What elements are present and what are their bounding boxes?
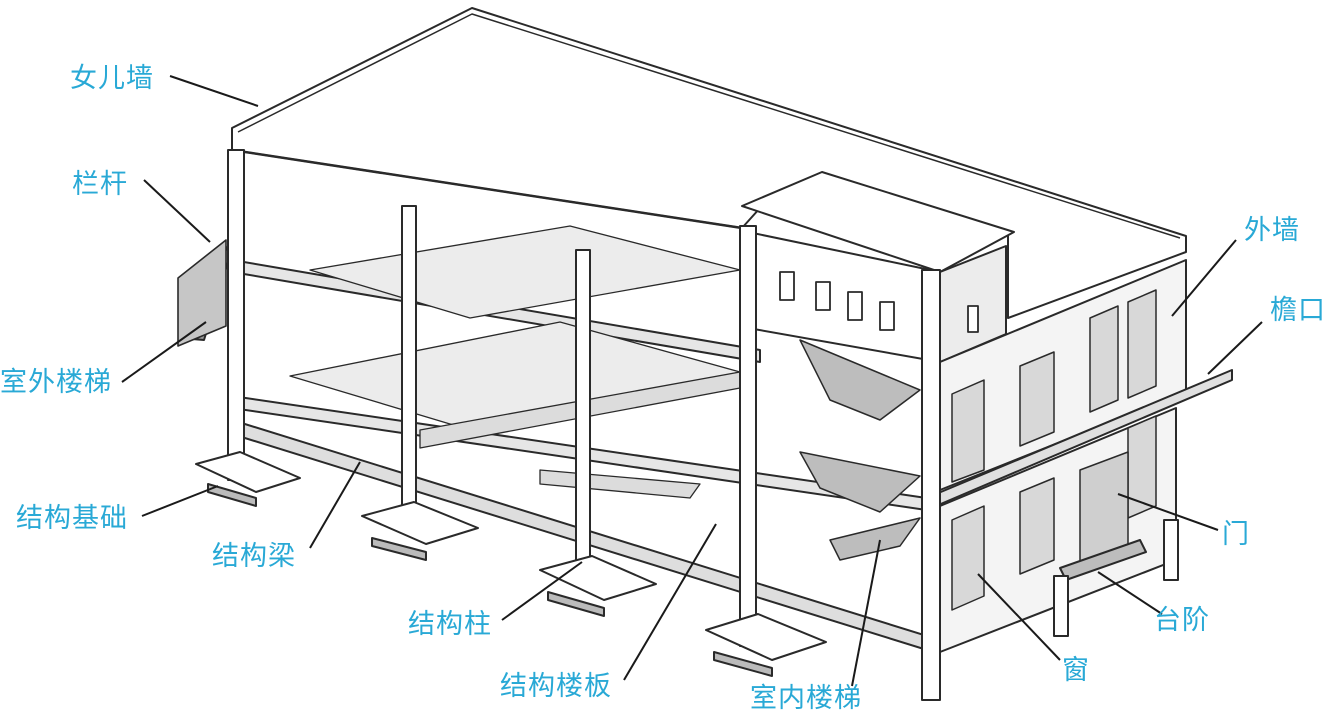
label-eave: 檐口 [1270,295,1326,326]
leader-window [977,573,1061,661]
leader-eave [1207,321,1263,375]
leader-column [501,561,583,621]
label-slab: 结构楼板 [500,671,612,702]
leader-parapet [169,75,259,107]
label-window: 窗 [1062,655,1090,686]
tower-windows [779,271,979,333]
label-indoor-stair: 室内楼梯 [750,683,862,714]
leader-indoor-stair [851,539,881,687]
foundations [195,451,827,677]
interior-joists [289,225,741,499]
leader-exterior-wall [1171,239,1237,317]
leader-outdoor-stair [121,321,207,383]
label-step: 台阶 [1154,605,1210,636]
label-outdoor-stair: 室外楼梯 [0,367,112,398]
roof-edge-front [231,148,743,230]
columns [227,149,1179,701]
leader-step [1097,571,1163,615]
parapet-rim [237,13,1181,239]
label-door: 门 [1222,519,1250,550]
leader-door [1117,493,1219,531]
label-foundation: 结构基础 [16,503,128,534]
label-railing: 栏杆 [72,169,128,200]
label-exterior-wall: 外墙 [1244,215,1300,246]
building-structure [177,7,1233,701]
leader-beam [309,461,361,549]
leader-lines [121,75,1263,687]
label-parapet: 女儿墙 [70,63,154,94]
indoor-stair-shape [799,339,921,561]
label-column: 结构柱 [408,609,492,640]
stair-tower-roof [741,171,1015,273]
leader-railing [143,179,211,243]
railing-shape [177,239,227,347]
leader-slab [623,523,717,681]
facade-windows [951,289,1157,611]
label-beam: 结构梁 [212,541,296,572]
leader-foundation [141,485,219,517]
